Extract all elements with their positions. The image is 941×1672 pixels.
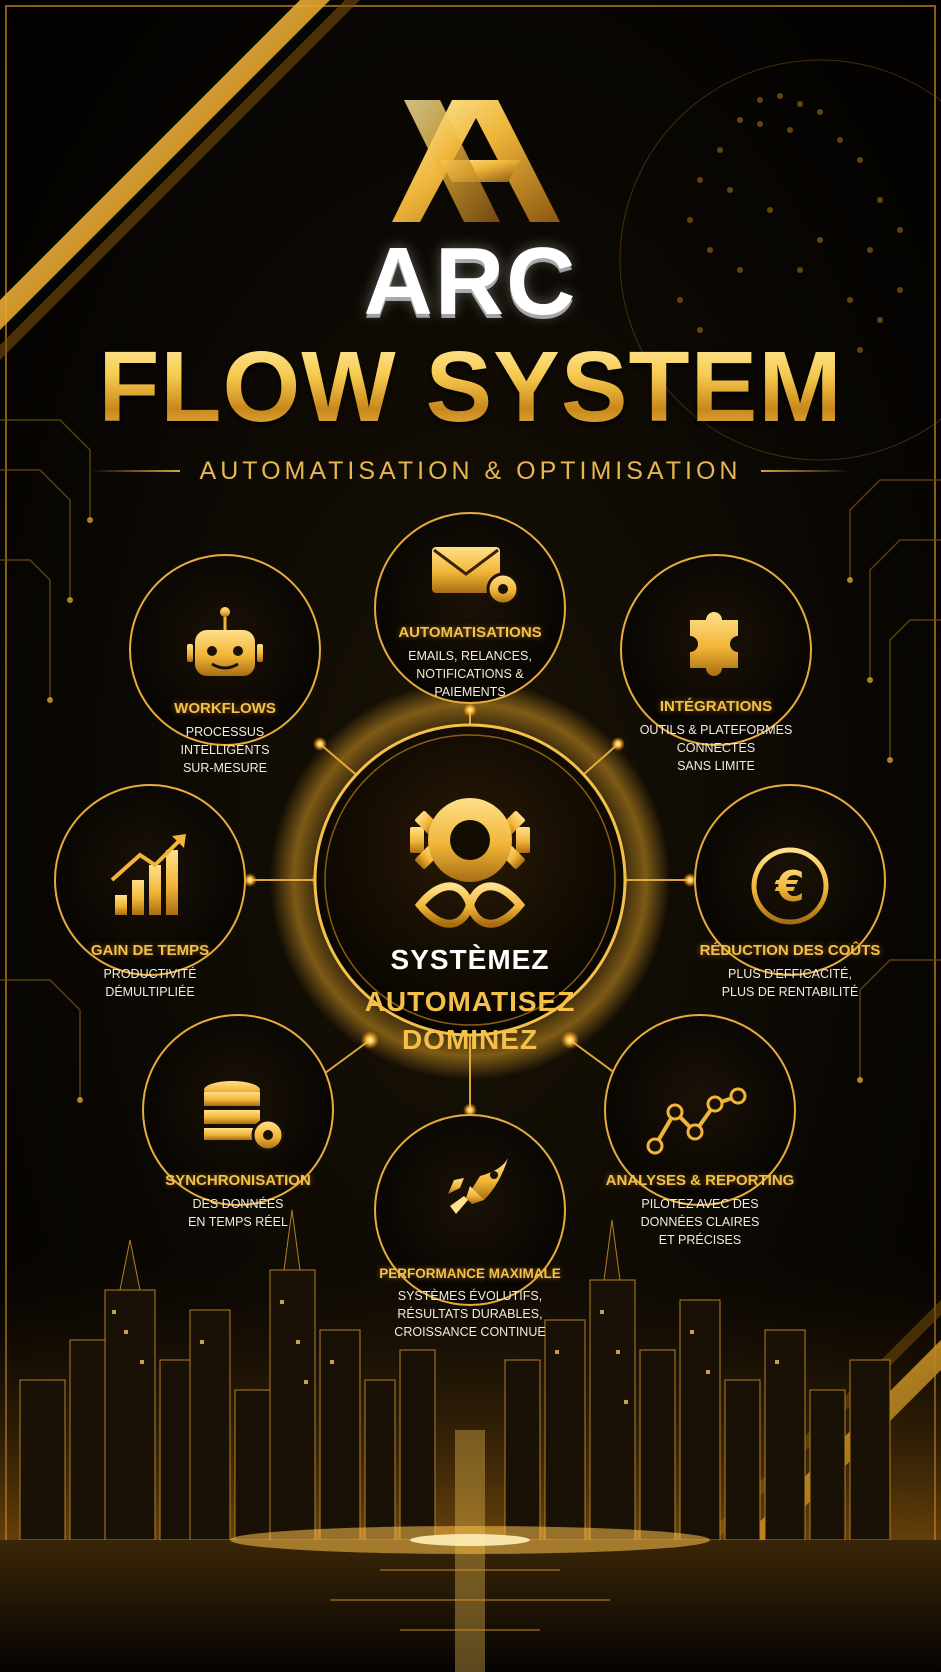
node-desc: OUTILS & PLATEFORMES CONNECTÉS SANS LIMI… [639,723,793,773]
node-desc: PROCESSUS INTELLIGENTS SUR-MESURE [180,725,270,775]
node-title: PERFORMANCE MAXIMALE [379,1266,561,1281]
node-desc: PILOTEZ AVEC DES DONNÉES CLAIRES ET PRÉC… [640,1197,760,1247]
brand-title-flow-system: FLOW SYSTEM [0,332,941,442]
tagline-divider-left [89,470,180,472]
tagline-divider-right [761,470,852,472]
center-line-2: AUTOMATISEZ [364,986,576,1017]
node-desc: EMAILS, RELANCES, NOTIFICATIONS & PAIEME… [408,649,532,699]
node-performance-maximale: PERFORMANCE MAXIMALE SYSTÈMES ÉVOLUTIFS,… [375,1262,565,1341]
node-desc: SYSTÈMES ÉVOLUTIFS, RÉSULTATS DURABLES, … [394,1289,546,1339]
node-title: INTÉGRATIONS [659,698,773,715]
node-title: GAIN DE TEMPS [90,942,210,959]
node-automatisations: AUTOMATISATIONS EMAILS, RELANCES, NOTIFI… [375,620,565,701]
node-title: RÉDUCTION DES COÛTS [699,942,881,959]
node-desc: PRODUCTIVITÉ DÉMULTIPLIÉE [103,967,197,999]
node-gain-de-temps: GAIN DE TEMPS PRODUCTIVITÉ DÉMULTIPLIÉE [65,938,235,1001]
node-title: WORKFLOWS [174,700,276,717]
node-title: SYNCHRONISATION [165,1172,311,1189]
tagline-row: AUTOMATISATION & OPTIMISATION [0,456,941,486]
node-title: AUTOMATISATIONS [398,624,542,641]
node-analyses-reporting: ANALYSES & REPORTING PILOTEZ AVEC DES DO… [605,1168,795,1249]
node-reduction-des-couts: RÉDUCTION DES COÛTS PLUS D'EFFICACITÉ, P… [699,938,881,1001]
tagline: AUTOMATISATION & OPTIMISATION [199,456,742,485]
center-line-1: SYSTÈMEZ [390,944,550,975]
node-synchronisation: SYNCHRONISATION DES DONNÉES EN TEMPS RÉE… [148,1168,328,1231]
node-title: ANALYSES & REPORTING [605,1172,795,1189]
node-desc: PLUS D'EFFICACITÉ, PLUS DE RENTABILITÉ [721,967,859,999]
node-desc: DES DONNÉES EN TEMPS RÉEL [188,1197,288,1229]
brand-title-arc: ARC [363,228,578,335]
node-workflows: WORKFLOWS PROCESSUS INTELLIGENTS SUR-MES… [140,696,310,777]
node-integrations: INTÉGRATIONS OUTILS & PLATEFORMES CONNEC… [626,694,806,775]
center-line-3: DOMINEZ [401,1024,539,1055]
